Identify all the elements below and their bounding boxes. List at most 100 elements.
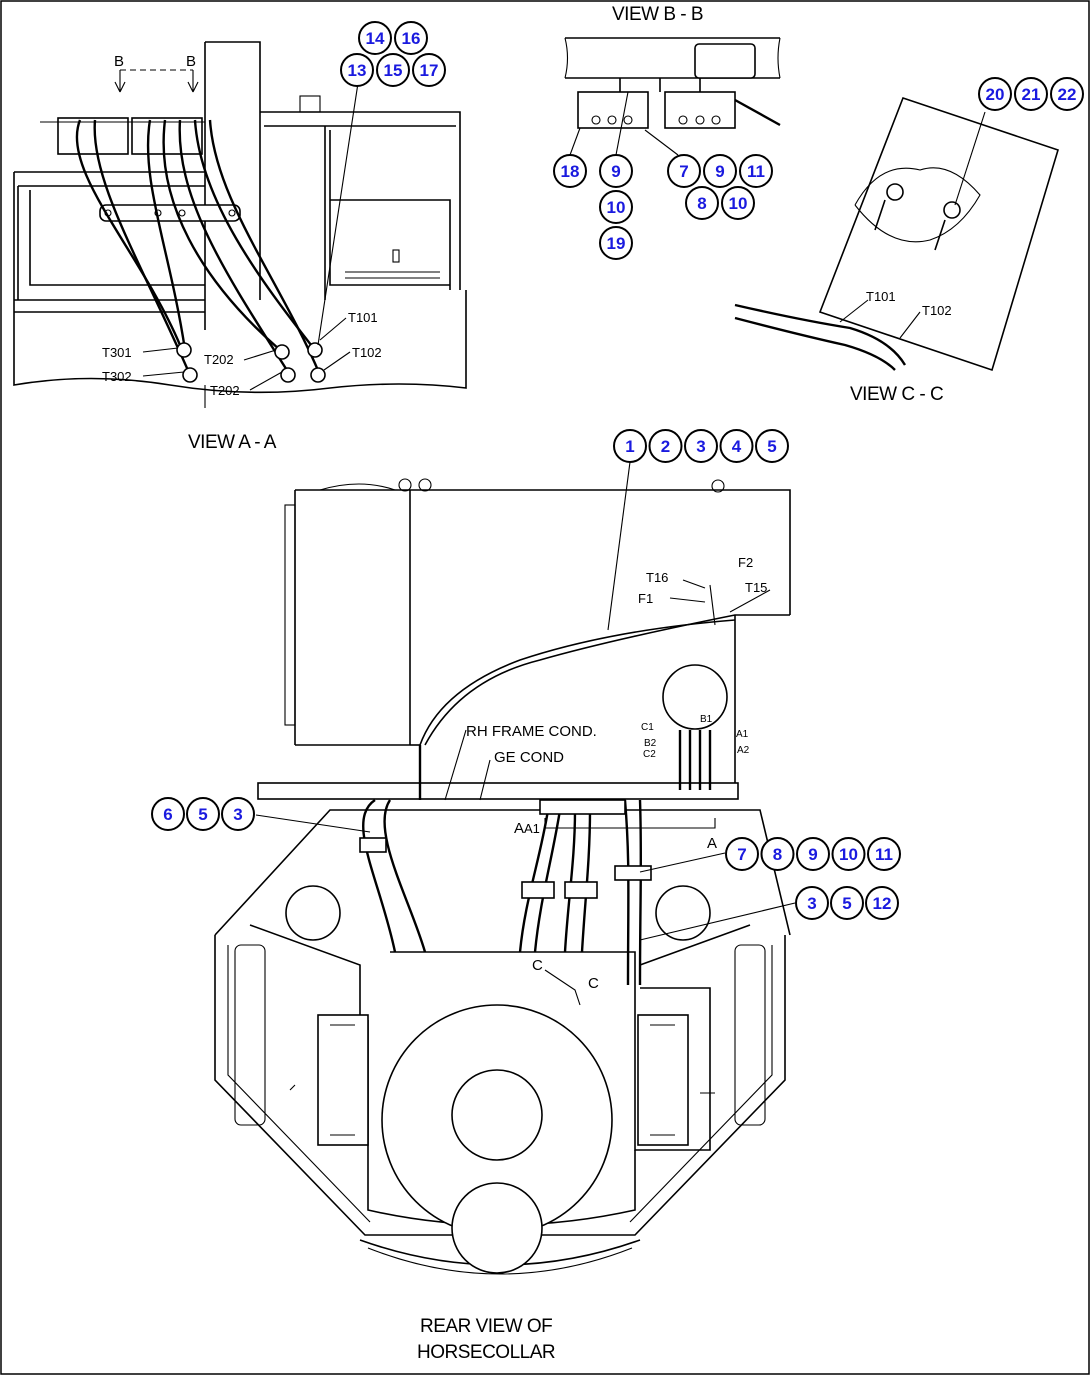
- callout-circle: [703, 154, 737, 188]
- callout-view-b-right-bottom-10: 10: [721, 186, 755, 220]
- callout-number: 9: [808, 845, 817, 864]
- callout-circle: [667, 154, 701, 188]
- section-b-right: B: [186, 53, 196, 70]
- callout-number: 21: [1022, 85, 1041, 104]
- callout-circle: [978, 77, 1012, 111]
- view-c-drawing: [734, 96, 1059, 372]
- callout-circle: [412, 53, 446, 87]
- callout-number: 14: [366, 29, 385, 48]
- callout-rear-top-5: 5: [755, 429, 789, 463]
- ge-cond-label: GE COND: [494, 749, 564, 766]
- rear-wire-b1: B1: [700, 714, 713, 725]
- callout-view-a-bottom-13: 13: [340, 53, 374, 87]
- callout-rear-right-a-7: 7: [725, 837, 759, 871]
- callout-circle: [739, 154, 773, 188]
- callout-circle: [719, 429, 754, 463]
- callout-view-b-col-10: 10: [599, 190, 633, 224]
- callout-circle: [394, 21, 428, 55]
- callout-circle: [613, 429, 647, 463]
- callout-number: 3: [807, 894, 816, 913]
- callout-number: 12: [873, 894, 892, 913]
- callout-circle: [755, 429, 789, 463]
- callout-number: 7: [679, 162, 688, 181]
- rh-frame-cond-label: RH FRAME COND.: [466, 723, 597, 740]
- callout-number: 20: [986, 85, 1005, 104]
- callout-circle: [648, 429, 683, 463]
- callout-number: 8: [773, 845, 782, 864]
- callout-view-c-22: 22: [1050, 77, 1084, 111]
- callout-circle: [721, 186, 755, 220]
- callout-circle: [340, 53, 374, 87]
- callout-number: 2: [661, 437, 670, 456]
- callout-circle: [796, 837, 830, 871]
- callout-circle: [830, 886, 864, 920]
- view-a-wire-t301: T301: [102, 345, 132, 360]
- callout-rear-right-a-8: 8: [760, 837, 795, 871]
- view-a-wire-t302: T302: [102, 369, 132, 384]
- rear-wire-b2: B2: [644, 738, 657, 749]
- callout-number: 11: [747, 162, 765, 181]
- callout-number: 16: [402, 29, 421, 48]
- callout-view-a-bottom-15: 15: [376, 53, 410, 87]
- rear-wire-t15: T15: [745, 580, 767, 595]
- view-b-title: VIEW B - B: [612, 4, 703, 25]
- callout-number: 22: [1058, 85, 1077, 104]
- section-a-right: A: [707, 835, 717, 852]
- callout-number: 19: [607, 234, 626, 253]
- rear-view-title-line1: REAR VIEW OF: [420, 1316, 552, 1337]
- callout-circle: [599, 154, 633, 188]
- callout-number: 3: [233, 805, 242, 824]
- callout-number: 7: [737, 845, 746, 864]
- callout-view-b-col-9: 9: [599, 154, 633, 188]
- view-a-wire-t102: T102: [352, 345, 382, 360]
- callout-view-a-bottom-17: 17: [412, 53, 446, 87]
- callout-number: 10: [729, 194, 748, 213]
- view-a-wire-t101: T101: [348, 310, 378, 325]
- callout-view-b-col-19: 19: [599, 226, 633, 260]
- callout-number: 6: [163, 805, 172, 824]
- callout-circle: [151, 797, 185, 831]
- section-b-left: B: [114, 53, 124, 70]
- callout-rear-right-a-9: 9: [796, 837, 830, 871]
- callout-number: 1: [625, 437, 634, 456]
- callout-rear-top-3: 3: [684, 429, 718, 463]
- view-a-drawing: [13, 41, 467, 408]
- callout-rear-top-2: 2: [648, 429, 683, 463]
- section-a-left: A: [514, 820, 524, 837]
- callout-number: 5: [198, 805, 207, 824]
- callout-circle: [685, 186, 719, 220]
- view-c-wire-t101: T101: [866, 289, 896, 304]
- callout-number: 9: [715, 162, 724, 181]
- callout-number: 3: [696, 437, 705, 456]
- rear-wire-t16: T16: [646, 570, 668, 585]
- callout-view-b-left-18: 18: [553, 154, 587, 188]
- callout-circle: [599, 226, 633, 260]
- view-c-title: VIEW C - C: [850, 384, 943, 405]
- callout-number: 10: [839, 845, 858, 864]
- view-c-wire-t102: T102: [922, 303, 952, 318]
- rear-view-title-line2: HORSECOLLAR: [417, 1342, 555, 1363]
- callout-rear-right-a-11: 11: [867, 837, 901, 871]
- callout-number: 11: [875, 845, 893, 864]
- rear-wire-a1: A1: [736, 729, 749, 740]
- callout-view-a-top-16: 16: [394, 21, 428, 55]
- callout-view-b-right-top-7: 7: [667, 154, 701, 188]
- callout-number: 15: [384, 61, 403, 80]
- view-a-wire-t202a: T202: [204, 352, 234, 367]
- rear-wire-c2: C2: [643, 749, 656, 760]
- callout-view-b-right-top-11: 11: [739, 154, 773, 188]
- rear-wire-f1: F1: [638, 591, 653, 606]
- callout-circle: [1050, 77, 1084, 111]
- callout-rear-top-4: 4: [719, 429, 754, 463]
- callout-circle: [725, 837, 759, 871]
- callout-circle: [376, 53, 410, 87]
- callout-circle: [867, 837, 901, 871]
- callout-circle: [795, 886, 829, 920]
- callout-rear-right-a-10: 10: [831, 837, 866, 871]
- rear-wire-c1: C1: [641, 722, 654, 733]
- callout-number: 10: [607, 198, 626, 217]
- section-c-left: C: [532, 957, 543, 974]
